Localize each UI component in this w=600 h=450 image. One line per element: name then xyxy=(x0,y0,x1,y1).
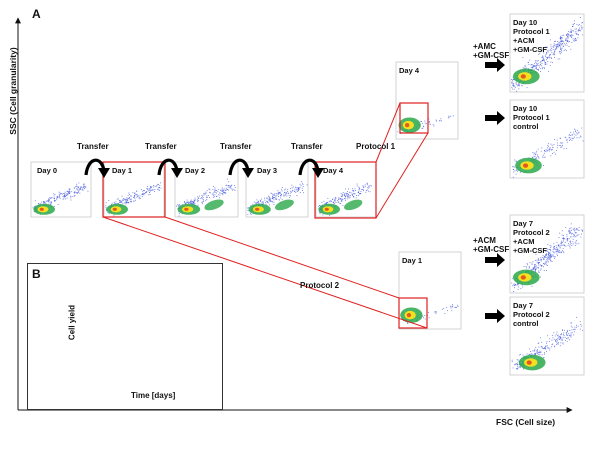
outcome1-line2: Protocol 1 xyxy=(513,27,550,36)
day4-title: Day 4 xyxy=(323,166,344,175)
transfer-arrow-4-head xyxy=(312,168,324,178)
chart-xlabel: Time [days] xyxy=(131,391,176,400)
outcome1-line1: Day 10 xyxy=(513,18,538,27)
outcome2-plot xyxy=(509,99,585,179)
protocol2-link-bottom xyxy=(102,216,428,329)
transfer-label-4: Transfer xyxy=(291,142,323,151)
day1-title: Day 1 xyxy=(112,166,133,175)
outcome1-line3: +ACM xyxy=(513,36,535,45)
outcome2-line3: control xyxy=(513,122,539,131)
protocol1-gate-plot xyxy=(395,61,459,140)
day2-plot xyxy=(174,161,239,218)
protocol1-treatment-1: +AMC xyxy=(473,42,496,51)
transfer-label-1: Transfer xyxy=(77,142,109,151)
outcome3-plot xyxy=(509,214,585,294)
outcome3-line4: +GM-CSF xyxy=(513,246,547,255)
protocol2-gate-box xyxy=(398,297,428,329)
transfer-arrow-1 xyxy=(84,158,106,176)
arrow-outcome1 xyxy=(485,58,505,72)
panel-b-letter: B xyxy=(32,267,41,281)
transfer-label-2: Transfer xyxy=(145,142,177,151)
outcome2-line1: Day 10 xyxy=(513,104,538,113)
protocol2-treatment-1: +ACM xyxy=(473,236,496,245)
outcome4-plot xyxy=(509,296,585,376)
transfer-label-3: Transfer xyxy=(220,142,252,151)
day1-gate-box xyxy=(102,161,166,218)
transfer-arrow-2 xyxy=(157,158,179,176)
chart-ylabel: Cell yield xyxy=(67,304,77,341)
day2-title: Day 2 xyxy=(185,166,206,175)
outcome4-line1: Day 7 xyxy=(513,301,534,310)
day3-title: Day 3 xyxy=(257,166,278,175)
day0-title: Day 0 xyxy=(37,166,58,175)
transfer-arrow-1-head xyxy=(98,168,110,178)
outcome3-line1: Day 7 xyxy=(513,219,534,228)
links-layer xyxy=(102,102,429,329)
outcome3-line2: Protocol 2 xyxy=(513,228,550,237)
protocol1-label: Protocol 1 xyxy=(356,142,396,151)
transfer-arrow-3 xyxy=(228,158,250,176)
y-axis-label: SSC (Cell granularity) xyxy=(8,47,18,135)
outcome1-plot xyxy=(509,13,585,93)
protocol1-treatment-2: +GM-CSF xyxy=(473,51,510,60)
day3-plot xyxy=(245,161,309,218)
protocol2-gate-title: Day 1 xyxy=(402,256,423,265)
outcome3-line3: +ACM xyxy=(513,237,535,246)
transfer-arrow-3-head xyxy=(242,168,254,178)
arrow-outcome3 xyxy=(485,253,505,267)
day0-plot xyxy=(30,161,92,218)
protocol2-label: Protocol 2 xyxy=(300,281,340,290)
protocol2-gate-plot xyxy=(398,251,462,330)
protocol1-link-top xyxy=(375,102,401,163)
protocol1-gate-title: Day 4 xyxy=(399,66,420,75)
protocol1-gate-box xyxy=(399,102,429,134)
arrow-outcome4 xyxy=(485,309,505,323)
arrows-layer xyxy=(84,58,505,323)
outcome4-line2: Protocol 2 xyxy=(513,310,550,319)
arrow-outcome2 xyxy=(485,111,505,125)
protocol1-link-bottom xyxy=(375,132,429,219)
transfer-arrow-2-head xyxy=(171,168,183,178)
panel-b-inset xyxy=(27,263,223,410)
outcome2-line2: Protocol 1 xyxy=(513,113,550,122)
x-axis-label: FSC (Cell size) xyxy=(496,417,556,427)
plots-layer xyxy=(30,13,585,376)
transfer-arrow-4 xyxy=(298,158,320,176)
protocol2-link-top xyxy=(164,216,400,299)
protocol2-treatment-2: +GM-CSF xyxy=(473,245,510,254)
panel-a-letter: A xyxy=(32,7,41,21)
outcome4-line3: control xyxy=(513,319,539,328)
day4-gate-box xyxy=(314,161,377,219)
day1-plot xyxy=(103,161,165,218)
outcome1-line4: +GM-CSF xyxy=(513,45,547,54)
